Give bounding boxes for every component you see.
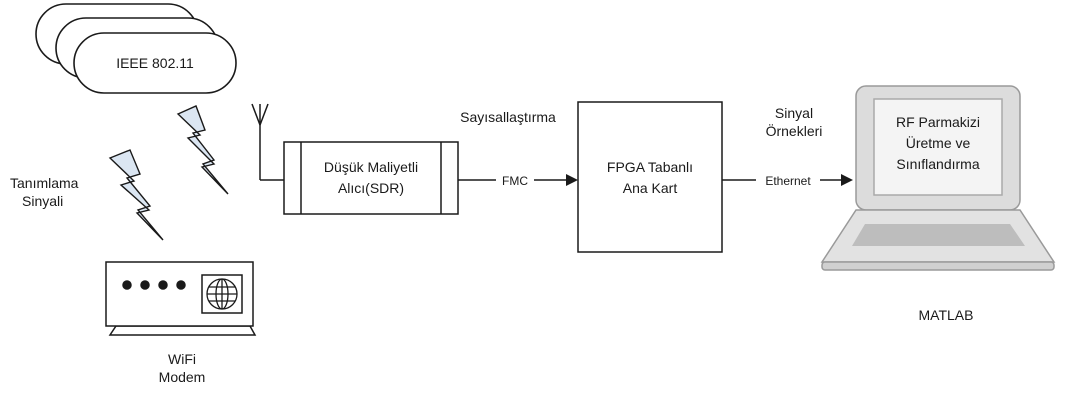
laptop-label-line3: Sınıflandırma [896, 156, 980, 172]
ethernet-label: Ethernet [756, 172, 820, 190]
samples-label-line2: Örnekleri [765, 123, 823, 139]
laptop-label-line1: RF Parmakizi [895, 114, 980, 130]
signal-label: Tanımlama Sinyali [10, 174, 78, 210]
modem-icon [105, 261, 257, 336]
laptop-icon [820, 85, 1056, 271]
cloud-label: IEEE 802.11 [116, 55, 194, 71]
fmc-arrowhead [566, 174, 578, 186]
modem-label: WiFi Modem [142, 350, 222, 386]
samples-label: Sinyal Örnekleri [744, 104, 844, 140]
lightning-icon [108, 105, 229, 241]
signal-label-line1: Tanımlama [10, 175, 79, 191]
receiver-block [283, 141, 459, 215]
fmc-label: FMC [496, 172, 534, 190]
fpga-label: FPGA Tabanlı Ana Kart [578, 157, 722, 199]
matlab-label: MATLAB [918, 307, 974, 323]
antenna-icon [251, 103, 284, 181]
fpga-label-line2: Ana Kart [622, 180, 678, 196]
fpga-label-line1: FPGA Tabanlı [606, 159, 694, 175]
fpga-block [577, 101, 723, 253]
receiver-label-line2: Alıcı(SDR) [337, 180, 405, 196]
modem-label-line1: WiFi [168, 351, 196, 367]
receiver-label-line1: Düşük Maliyetli [323, 159, 419, 175]
device-card-front [73, 32, 237, 94]
signal-label-line2: Sinyali [22, 193, 64, 209]
lightning-bolt-left [108, 149, 164, 241]
laptop-label-line2: Üretme ve [905, 135, 971, 151]
modem-label-line2: Modem [158, 369, 206, 385]
globe-icon [206, 278, 238, 310]
ethernet-arrowhead [841, 174, 853, 186]
receiver-label: Düşük Maliyetli Alıcı(SDR) [301, 157, 441, 199]
samples-label-line1: Sinyal [774, 105, 814, 121]
wifi-devices-stack [35, 3, 237, 94]
lightning-bolt-right [176, 105, 229, 195]
laptop-screen-label: RF Parmakizi Üretme ve Sınıflandırma [874, 112, 1002, 175]
digitization-label: Sayısallaştırma [460, 109, 556, 125]
